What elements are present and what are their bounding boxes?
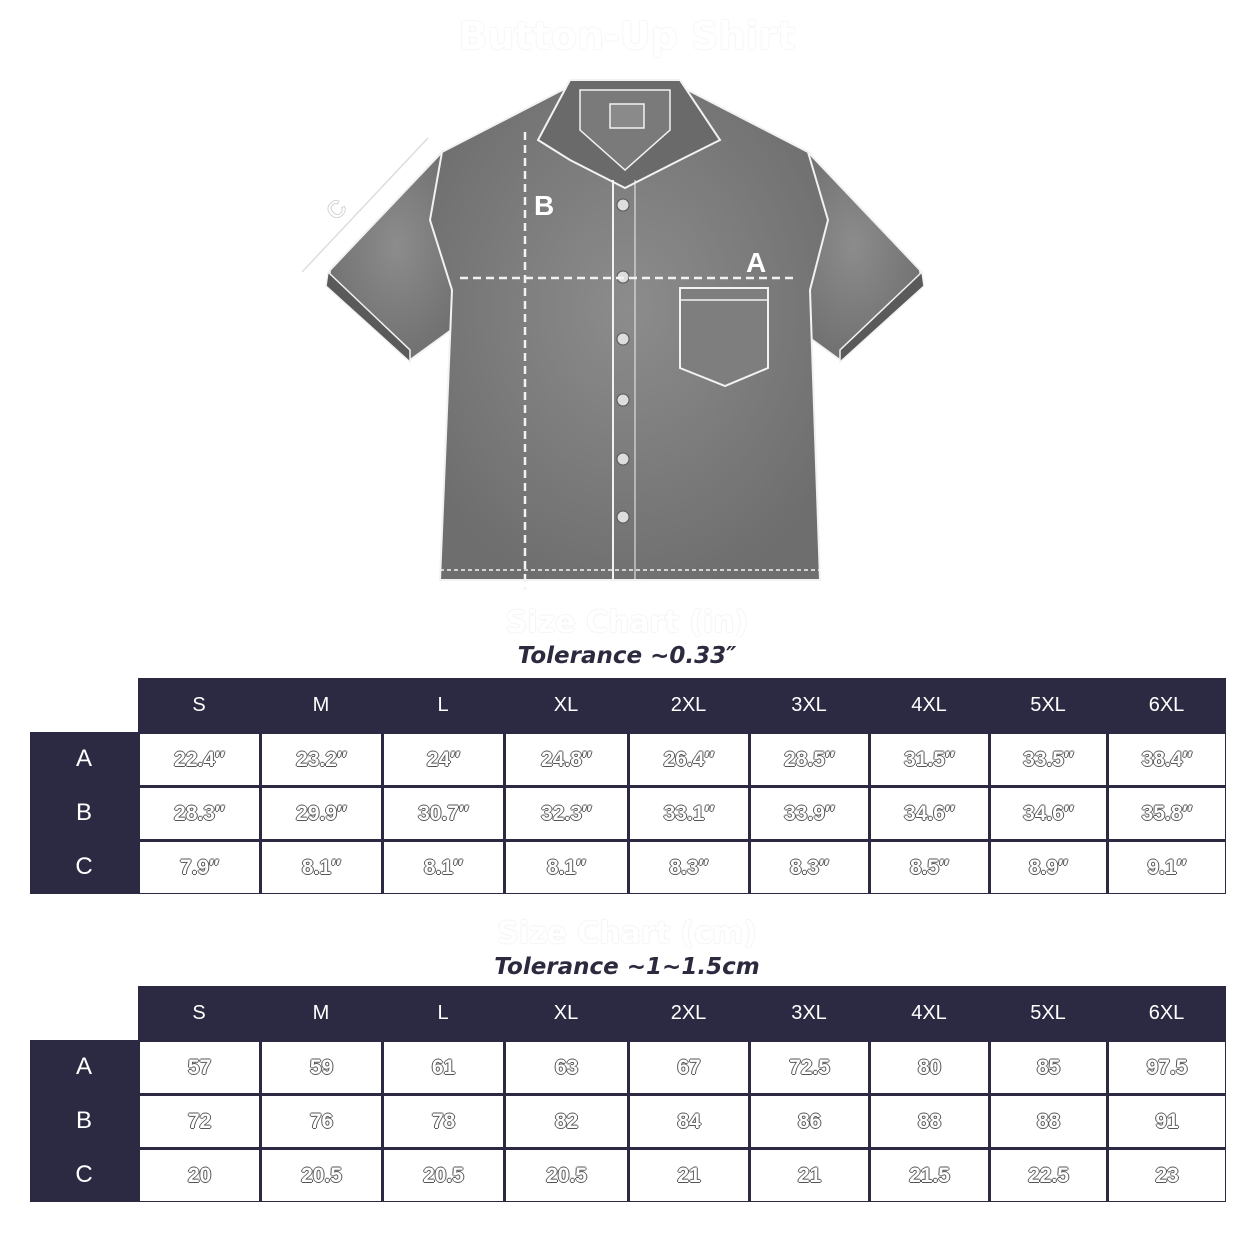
size-header-cell: 4XL [911, 694, 947, 716]
measurement-label: C [75, 1161, 93, 1188]
size-header-row: S M L XL 2XL 3XL 4XL 5XL 6XL [138, 986, 1226, 1040]
size-header-cell: 3XL [791, 1002, 827, 1024]
size-value-cell: 82 [506, 1096, 627, 1147]
size-value-cell: 29.9″ [262, 788, 381, 839]
size-header-cell: M [312, 694, 330, 716]
size-value-cell: 21 [751, 1150, 868, 1201]
size-value-cell: 61 [384, 1042, 503, 1093]
size-value-cell: 24″ [384, 734, 503, 785]
label-a: A [746, 247, 766, 278]
size-value-cell: 31.5″ [871, 734, 988, 785]
measurement-label: A [75, 1053, 92, 1080]
measurement-label: C [75, 853, 93, 880]
size-header-cell: XL [553, 1002, 579, 1024]
size-value-cell: 20.5 [384, 1150, 503, 1201]
size-header-cell: 5XL [1030, 1002, 1066, 1024]
size-value-cell: 91 [1109, 1096, 1225, 1147]
size-header-row: S M L XL 2XL 3XL 4XL 5XL 6XL [138, 678, 1226, 732]
size-value-cell: 28.3″ [140, 788, 259, 839]
size-value-cell: 7.9″ [140, 842, 259, 893]
size-value-cell: 80 [871, 1042, 988, 1093]
size-value-cell: 22.5 [991, 1150, 1106, 1201]
size-value-cell: 21 [630, 1150, 748, 1201]
size-header-cell: 5XL [1030, 694, 1066, 716]
size-header-cell: 3XL [791, 694, 827, 716]
size-value-cell: 8.3″ [630, 842, 748, 893]
size-value-cell: 8.1″ [384, 842, 503, 893]
size-value-cell: 57 [140, 1042, 259, 1093]
size-value-cell: 8.9″ [991, 842, 1106, 893]
size-value-cell: 20 [140, 1150, 259, 1201]
size-value-cell: 28.5″ [751, 734, 868, 785]
size-value-cell: 30.7″ [384, 788, 503, 839]
size-header-cell: 4XL [911, 1002, 947, 1024]
shirt-illustration: A B C [301, 79, 925, 590]
size-value-cell: 8.3″ [751, 842, 868, 893]
size-value-cell: 59 [262, 1042, 381, 1093]
size-value-cell: 85 [991, 1042, 1106, 1093]
size-value-cell: 76 [262, 1096, 381, 1147]
size-value-cell: 72 [140, 1096, 259, 1147]
size-value-cell: 23.2″ [262, 734, 381, 785]
label-b: B [534, 190, 554, 221]
size-header-cell: L [437, 1002, 449, 1024]
size-value-cell: 34.6″ [991, 788, 1106, 839]
size-value-cell: 38.4″ [1109, 734, 1225, 785]
size-value-cell: 26.4″ [630, 734, 748, 785]
product-title: Button-Up Shirt [458, 14, 796, 58]
size-value-cell: 8.1″ [506, 842, 627, 893]
size-value-cell: 97.5 [1109, 1042, 1225, 1093]
size-header-cell: L [437, 694, 449, 716]
size-header-cell: 2XL [670, 694, 707, 716]
size-value-cell: 88 [991, 1096, 1106, 1147]
size-value-cell: 23 [1109, 1150, 1225, 1201]
size-value-cell: 20.5 [506, 1150, 627, 1201]
size-value-cell: 24.8″ [506, 734, 627, 785]
size-header-cell: XL [553, 694, 579, 716]
size-value-cell: 22.4″ [140, 734, 259, 785]
size-header-cell: 6XL [1148, 694, 1185, 716]
size-header-cell: S [192, 694, 206, 716]
size-value-cell: 33.9″ [751, 788, 868, 839]
measurement-label: B [75, 799, 92, 826]
size-value-cell: 84 [630, 1096, 748, 1147]
cm-tolerance: Tolerance ~1~1.5cm [494, 954, 760, 980]
label-c: C [321, 194, 352, 225]
size-header-cell: M [312, 1002, 330, 1024]
size-value-cell: 63 [506, 1042, 627, 1093]
measurement-label: A [75, 745, 92, 772]
inch-chart-title: Size Chart (in) [505, 605, 749, 640]
size-value-cell: 88 [871, 1096, 988, 1147]
size-value-cell: 33.5″ [991, 734, 1106, 785]
size-value-cell: 78 [384, 1096, 503, 1147]
cm-chart-title: Size Chart (cm) [497, 916, 757, 951]
size-value-cell: 32.3″ [506, 788, 627, 839]
size-value-cell: 72.5 [751, 1042, 868, 1093]
size-value-cell: 67 [630, 1042, 748, 1093]
size-value-cell: 33.1″ [630, 788, 748, 839]
size-value-cell: 8.5″ [871, 842, 988, 893]
size-value-grid: 22.4″23.2″24″24.8″26.4″28.5″31.5″33.5″38… [138, 732, 1226, 894]
size-value-cell: 21.5 [871, 1150, 988, 1201]
size-value-cell: 34.6″ [871, 788, 988, 839]
size-value-cell: 35.8″ [1109, 788, 1225, 839]
measurement-label: B [75, 1107, 92, 1134]
size-value-cell: 86 [751, 1096, 868, 1147]
size-value-cell: 9.1″ [1109, 842, 1225, 893]
size-header-cell: 2XL [670, 1002, 707, 1024]
size-header-cell: S [192, 1002, 206, 1024]
shirt-diagram: A B C [280, 60, 980, 600]
size-value-cell: 8.1″ [262, 842, 381, 893]
size-header-cell: 6XL [1148, 1002, 1185, 1024]
size-value-cell: 20.5 [262, 1150, 381, 1201]
inch-tolerance: Tolerance ~0.33″ [517, 643, 737, 669]
